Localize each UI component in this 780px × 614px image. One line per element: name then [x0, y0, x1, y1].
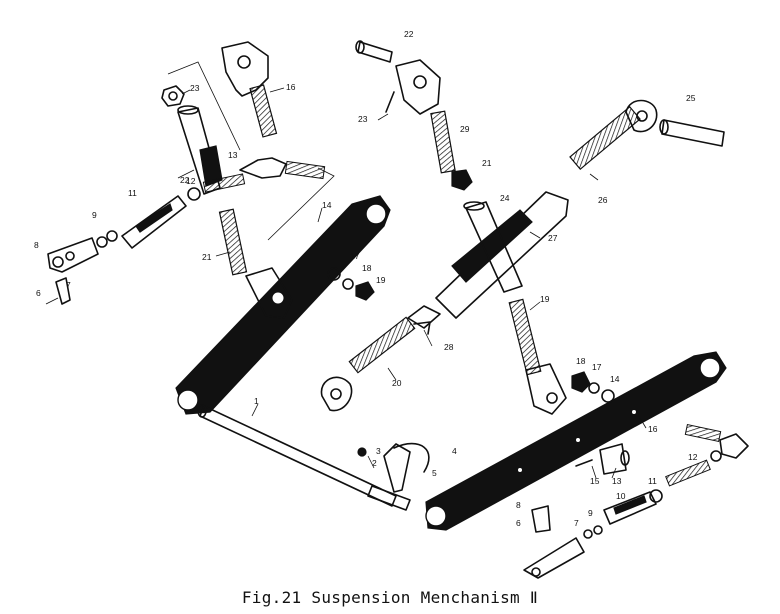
callout-numbers: 23 16 22 13 12 11 9 8 6 7 21 14 17 18 19… — [34, 29, 698, 528]
cross-shaft — [197, 404, 430, 511]
callout-12-right: 11 — [648, 476, 657, 486]
callout-25: 26 — [598, 195, 608, 205]
callout-17: 17 — [350, 251, 360, 261]
callout-15: 13 — [612, 476, 622, 486]
callout-24: 25 — [686, 93, 696, 103]
callout-6: 6 — [36, 288, 41, 298]
washers-left — [327, 267, 375, 301]
callout-16-upper: 23 — [358, 114, 368, 124]
callout-18: 18 — [362, 263, 372, 273]
callout-21-right: 24 — [500, 193, 510, 203]
callout-17-right: 14 — [610, 374, 620, 384]
callout-20-right: 19 — [540, 294, 550, 304]
callout-14: 14 — [322, 200, 332, 210]
callout-11-right: 10 — [616, 491, 626, 501]
callout-16-lower: 15 — [590, 476, 600, 486]
callout-9-right: 7 — [574, 518, 579, 528]
callout-10: 9 — [588, 508, 593, 518]
callout-22-right: 21 — [482, 158, 492, 168]
callout-13: 13 — [228, 150, 238, 160]
callout-11: 11 — [128, 188, 137, 198]
right-upper-assembly — [320, 40, 725, 415]
callout-14-right: 16 — [648, 424, 658, 434]
callout-1: 1 — [254, 396, 259, 406]
callout-2: 2 — [372, 458, 377, 468]
callout-20: 21 — [202, 252, 212, 262]
leader-lines — [177, 87, 647, 479]
callout-6-right: 8 — [516, 500, 521, 510]
callout-28: 20 — [392, 378, 402, 388]
callout-8: 8 — [34, 240, 39, 250]
callout-26: 27 — [548, 233, 558, 243]
callout-5: 5 — [432, 468, 437, 478]
left-upper-assembly — [45, 41, 335, 305]
callout-19-right: 18 — [576, 356, 586, 366]
right-lower-link — [425, 351, 727, 531]
callout-13-right: 12 — [688, 452, 698, 462]
right-lower-chain — [523, 423, 749, 579]
left-lower-link — [175, 195, 391, 415]
callout-21: 22 — [180, 175, 190, 185]
callout-4: 4 — [452, 446, 457, 456]
callout-7: 7 — [66, 280, 71, 290]
callout-23-right: 29 — [460, 124, 470, 134]
callout-27: 28 — [444, 342, 454, 352]
callout-9: 9 — [92, 210, 97, 220]
washers-right — [571, 371, 615, 403]
callout-19: 19 — [376, 275, 386, 285]
callout-18-right: 17 — [592, 362, 602, 372]
callout-23: 16 — [286, 82, 296, 92]
callout-22: 23 — [190, 83, 200, 93]
callout-29: 22 — [404, 29, 414, 39]
callout-3: 3 — [376, 446, 381, 456]
figure-caption: Fig.21 Suspension Menchanism Ⅱ — [241, 588, 539, 607]
callout-7-right: 6 — [516, 518, 521, 528]
callout-12: 12 — [186, 176, 196, 186]
